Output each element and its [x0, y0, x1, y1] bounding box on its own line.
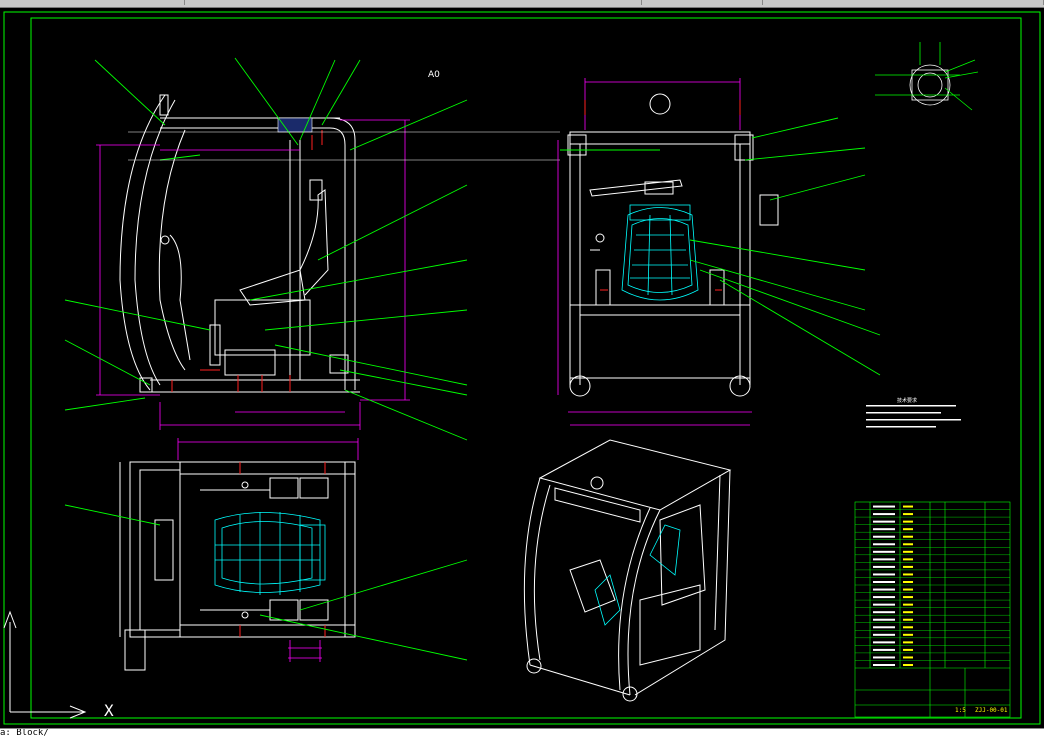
command-prompt: a: Block/ — [0, 728, 49, 737]
front-view — [567, 93, 779, 397]
toolbar-strip — [0, 0, 1044, 8]
bom-name-mark — [903, 641, 913, 644]
bom-name-mark — [903, 581, 913, 583]
bom-code-mark — [873, 656, 895, 659]
toolbar-segment[interactable] — [0, 0, 185, 5]
bom-name-mark — [903, 603, 913, 606]
cad-drawing: ZJJ-00-01 1:5 — [3, 11, 1041, 725]
sheet-size-label: A0 — [428, 70, 440, 80]
bom-name-mark — [903, 648, 913, 651]
bom-name-mark — [903, 558, 913, 561]
bom-code-mark — [873, 520, 895, 523]
toolbar-segment[interactable] — [642, 0, 763, 5]
bom-code-mark — [873, 550, 895, 553]
bom-name-mark — [903, 664, 913, 666]
bom-code-mark — [873, 641, 895, 644]
bom-code-mark — [873, 648, 895, 651]
side-view — [119, 94, 360, 393]
bom-name-mark — [903, 528, 913, 531]
bom-code-mark — [873, 535, 895, 538]
bom-code-mark — [873, 603, 895, 606]
bom-code-mark — [873, 505, 895, 508]
top-view — [119, 461, 356, 671]
outer-frame — [3, 11, 1041, 725]
inner-frame — [30, 17, 1022, 719]
svg-text:1:5: 1:5 — [955, 707, 966, 714]
bom-code-mark — [873, 664, 895, 666]
bom-code-mark — [873, 513, 895, 516]
bom-code-mark — [873, 596, 895, 599]
top-seat — [214, 512, 326, 595]
bom-name-mark — [903, 535, 913, 538]
bom-code-mark — [873, 581, 895, 583]
bom-code-mark — [873, 611, 895, 614]
notes — [866, 405, 961, 428]
bom-code-mark — [873, 618, 895, 621]
bom-name-mark — [903, 505, 913, 508]
toolbar-segment[interactable] — [763, 0, 1044, 5]
bom-name-mark — [903, 633, 913, 636]
drawing-number: ZJJ-00-01 — [975, 707, 1008, 714]
bom-code-mark — [873, 558, 895, 561]
bom-name-mark — [903, 611, 913, 614]
bom-code-mark — [873, 633, 895, 636]
bom-code-mark — [873, 573, 895, 576]
bom-code-mark — [873, 543, 895, 546]
detail-view — [909, 64, 951, 106]
ucs-icon — [3, 610, 87, 719]
bom-name-mark — [903, 543, 913, 546]
isometric-view — [523, 439, 732, 702]
bom-code-mark — [873, 626, 895, 629]
bom-name-mark — [903, 656, 913, 659]
front-seat — [621, 204, 699, 301]
bom-name-mark — [903, 626, 913, 629]
toolbar-segment[interactable] — [185, 0, 642, 5]
bom-code-mark — [873, 528, 895, 531]
bom-name-mark — [903, 588, 913, 591]
bom-name-mark — [903, 550, 913, 553]
bom-name-mark — [903, 565, 913, 568]
ucs-x-label: X — [104, 701, 114, 720]
title-block — [854, 501, 1011, 718]
bom-name-mark — [903, 513, 913, 516]
bom-name-mark — [903, 618, 913, 621]
bom-name-mark — [903, 573, 913, 576]
bom-name-mark — [903, 520, 913, 523]
command-line[interactable]: a: Block/ — [0, 728, 1044, 737]
bom-code-mark — [873, 588, 895, 591]
bom-code-mark — [873, 565, 895, 568]
notes-title: 技术要求 — [897, 398, 918, 404]
bom-name-mark — [903, 596, 913, 599]
drawing-canvas[interactable]: ZJJ-00-01 1:5 A0 技术要求 X — [0, 8, 1044, 728]
